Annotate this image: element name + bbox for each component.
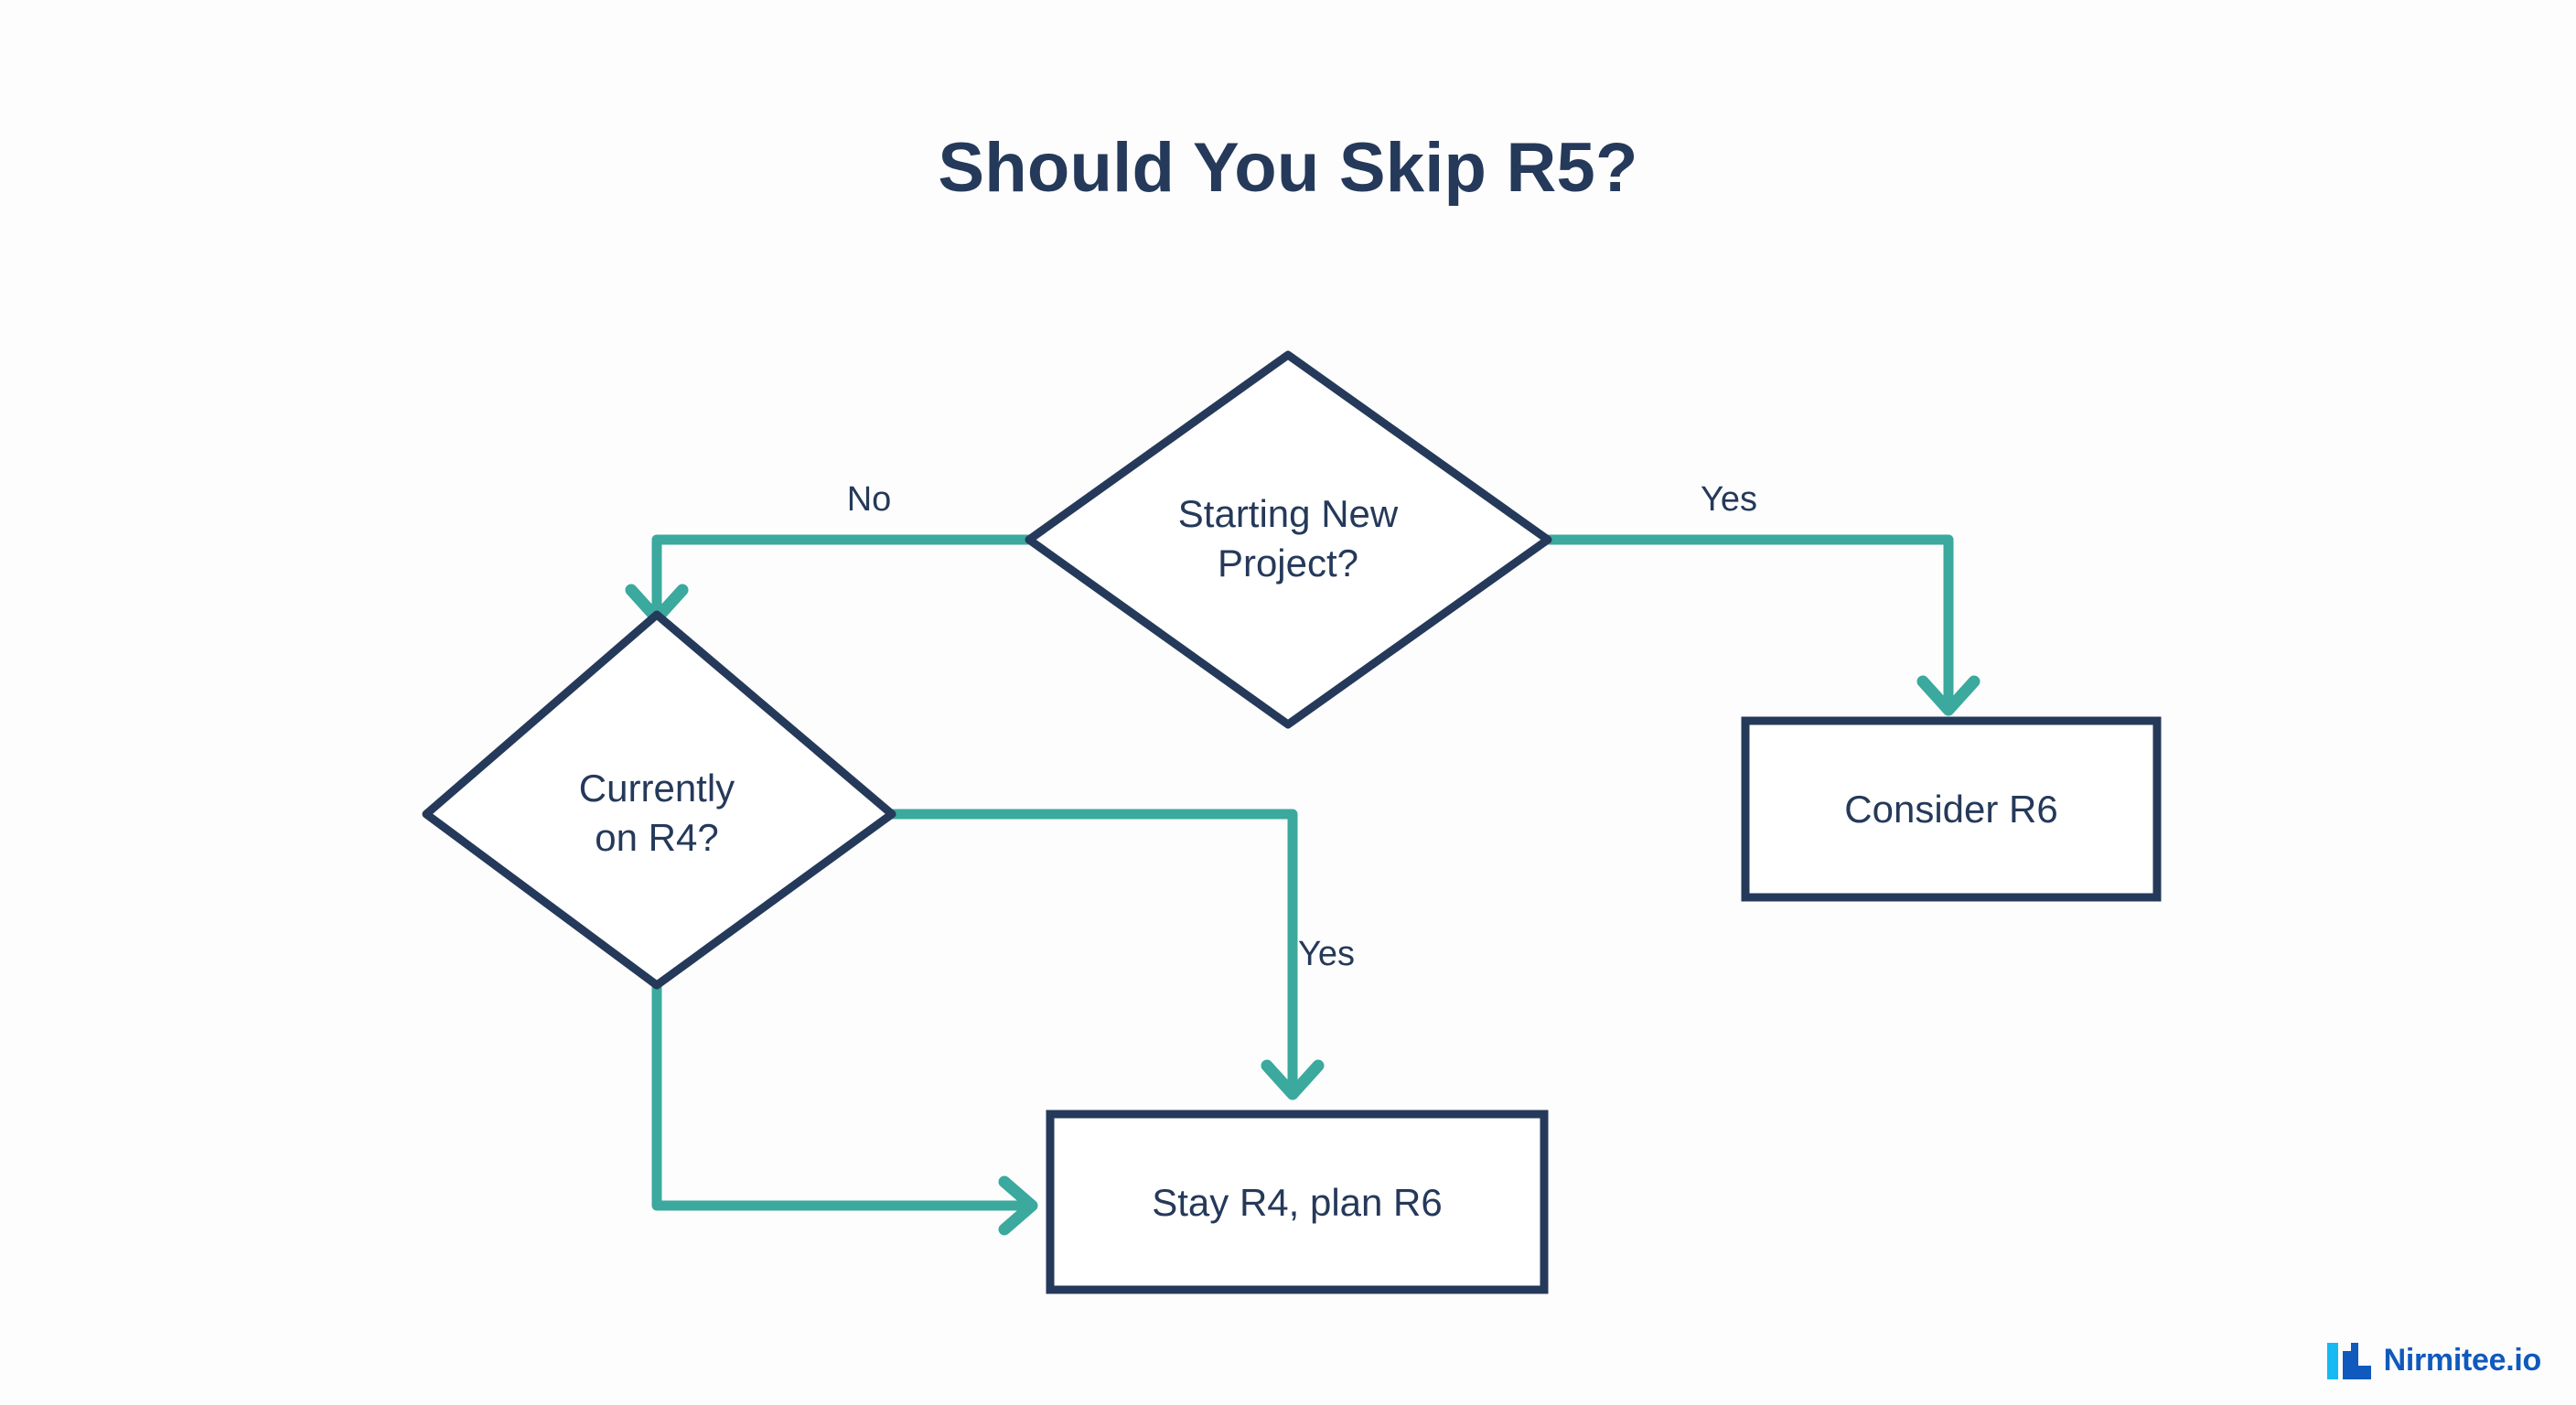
node-starting-new-project-shape[interactable] — [1025, 350, 1552, 729]
edge-label-yes-down: Yes — [1298, 935, 1355, 973]
node-consider-r6-shape[interactable] — [1741, 716, 2162, 902]
logo-notch — [2342, 1343, 2351, 1351]
edge-yes-right-arrowhead — [1916, 675, 1980, 716]
logo-bar-cyan — [2326, 1343, 2338, 1379]
nirmitee-logo-icon — [2326, 1341, 2371, 1379]
edge-r4-bottom-to-stay — [651, 978, 1038, 1236]
edge-label-no: No — [846, 480, 892, 519]
brand-watermark: Nirmitee.io — [2326, 1341, 2542, 1379]
edge-bottom-arrowhead — [998, 1175, 1038, 1236]
edge-yes-down-path — [886, 809, 1298, 1094]
edge-yes-right-path — [1542, 534, 1954, 710]
edge-yes-r4-to-stay — [886, 809, 1325, 1100]
logo-foot-blue — [2342, 1366, 2371, 1379]
edge-no-path — [651, 534, 1035, 618]
node-currently-on-r4-shape[interactable] — [422, 610, 896, 990]
edge-no-start-to-r4 — [625, 534, 1035, 625]
page-title: Should You Skip R5? — [938, 129, 1638, 207]
brand-name: Nirmitee.io — [2383, 1342, 2542, 1378]
edge-bottom-path — [651, 978, 1030, 1211]
edge-yes-down-arrowhead — [1261, 1059, 1325, 1100]
node-stay-r4-plan-r6-shape[interactable] — [1046, 1110, 1549, 1294]
edge-yes-start-to-consider — [1542, 534, 1980, 716]
edge-label-yes-right: Yes — [1701, 480, 1757, 519]
